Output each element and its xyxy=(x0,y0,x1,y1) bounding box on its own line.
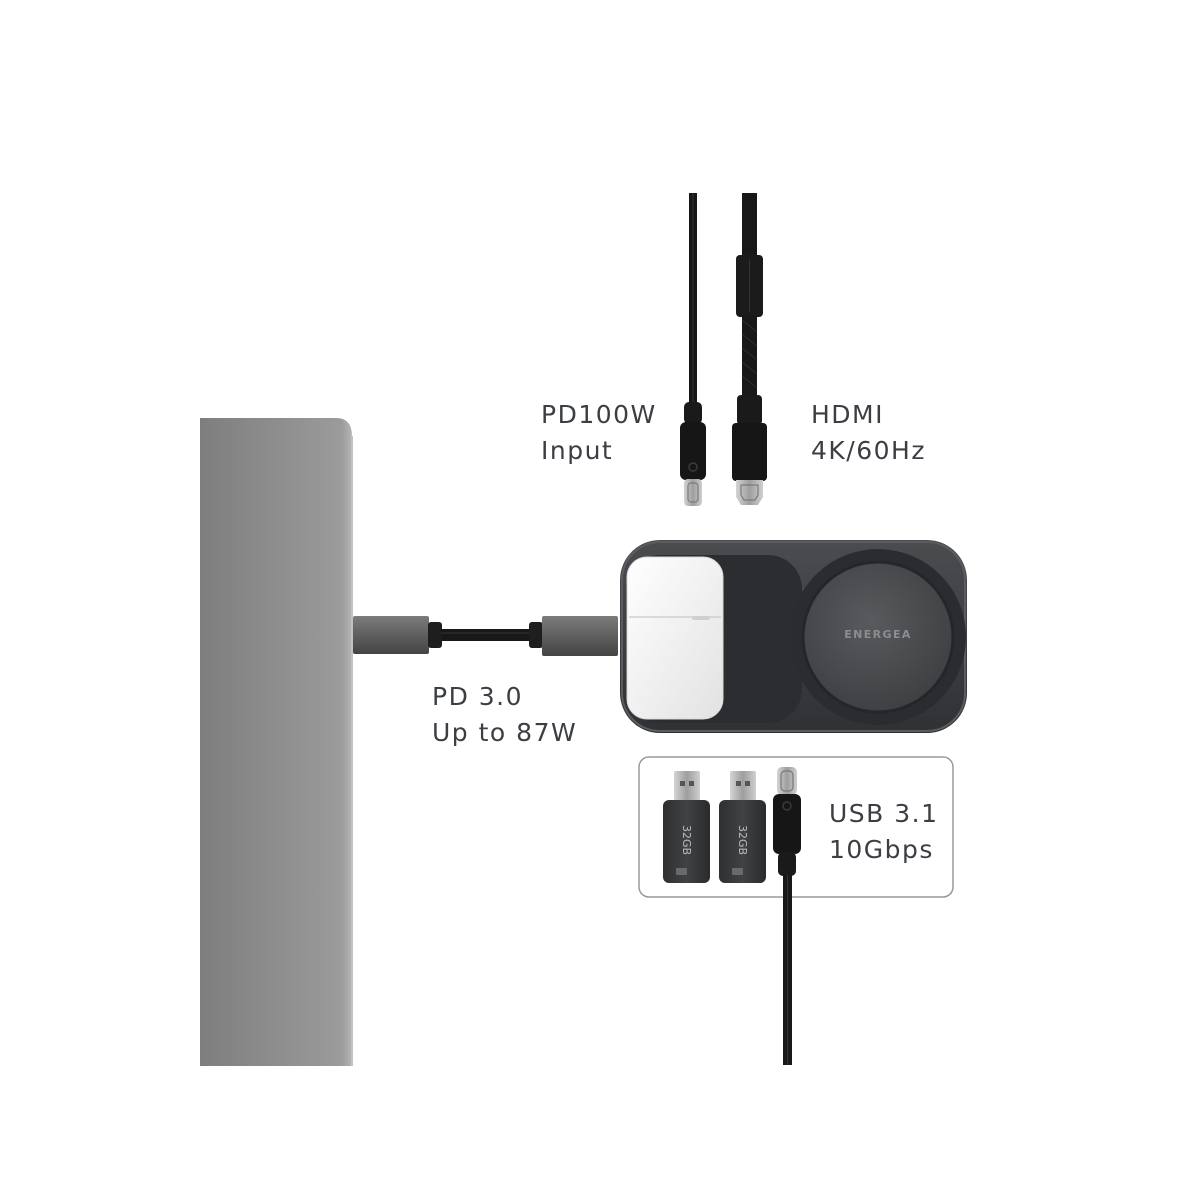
usb-c-link-cable xyxy=(353,616,618,656)
hdmi-label: HDMI 4K/60Hz xyxy=(811,397,926,469)
pd-passthrough-label: PD 3.0 Up to 87W xyxy=(432,679,577,751)
hdmi-cable xyxy=(732,193,767,505)
laptop xyxy=(200,418,353,1066)
pd-input-subtitle: Input xyxy=(541,436,614,465)
usb-flash-drive: 32GB xyxy=(663,771,710,883)
hdmi-subtitle: 4K/60Hz xyxy=(811,436,926,465)
pd-input-title: PD100W xyxy=(541,400,657,429)
earbuds-case xyxy=(626,556,724,720)
pd-passthrough-subtitle: Up to 87W xyxy=(432,718,578,747)
brand-logo: ENERGEA xyxy=(844,628,912,641)
flash-drive-capacity: 32GB xyxy=(736,825,749,855)
pd-passthrough-title: PD 3.0 xyxy=(432,682,524,711)
usb-speed-label: USB 3.1 10Gbps xyxy=(829,796,939,868)
wireless-charging-pad xyxy=(803,562,953,712)
usb-flash-drive: 32GB xyxy=(719,771,766,883)
pd-input-label: PD100W Input xyxy=(541,397,657,469)
usb-c-device-cable xyxy=(773,767,801,1065)
pd-input-cable xyxy=(680,193,706,506)
hdmi-title: HDMI xyxy=(811,400,884,429)
usb-speed-subtitle: 10Gbps xyxy=(829,835,934,864)
flash-drive-capacity: 32GB xyxy=(680,825,693,855)
usb-speed-title: USB 3.1 xyxy=(829,799,939,828)
usb-accessories-panel xyxy=(638,756,954,898)
